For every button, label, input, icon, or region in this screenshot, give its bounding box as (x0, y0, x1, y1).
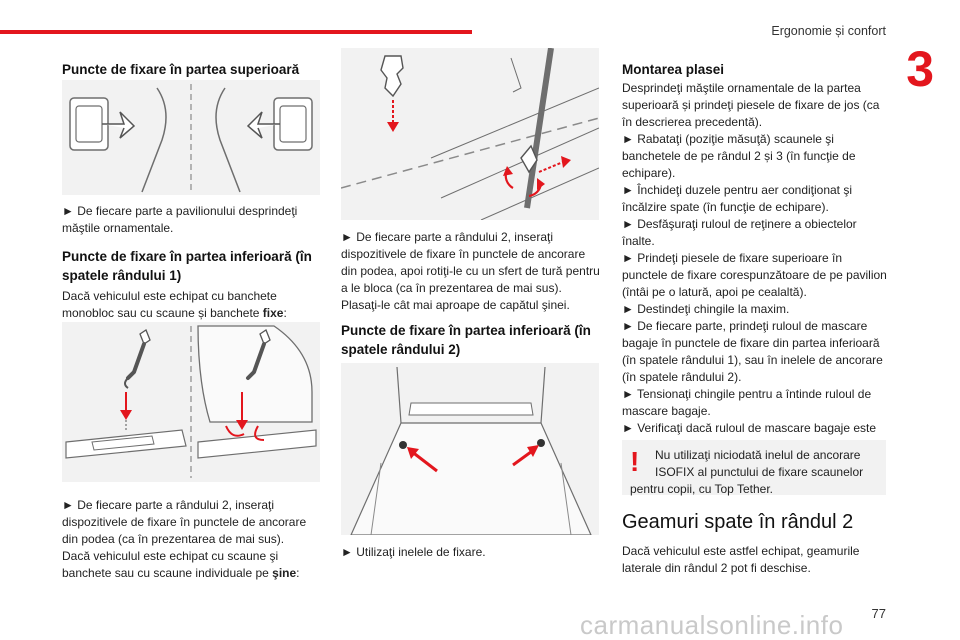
rail-anchor-illustration (341, 48, 599, 220)
para-rear-windows-text: Dacă vehiculul este astfel echipat, geam… (622, 544, 860, 575)
step-use-rings: ► Utilizaţi inelele de fixare. (341, 544, 603, 561)
para-place-near-end-text: Plasaţi-le cât mai aproape de capătul şi… (341, 298, 570, 312)
heading-rear-windows: Geamuri spate în rândul 2 (622, 510, 888, 534)
heading-net-mounting-text: Montarea plasei (622, 62, 725, 77)
step-use-rings-text: ► Utilizaţi inelele de fixare. (341, 545, 486, 559)
para-rail-seats-part1: Dacă vehiculul este echipat cu scaune şi… (62, 549, 279, 580)
net-mounting-steps: Desprindeţi măştile ornamentale de la pa… (622, 80, 888, 454)
chapter-title: Ergonomie și confort (771, 24, 886, 38)
para-rear-windows: Dacă vehiculul este astfel echipat, geam… (622, 543, 888, 577)
header-accent-bar (0, 30, 472, 34)
warning-text-line1: Nu utilizaţi niciodată inelul de ancorar… (655, 448, 864, 479)
figure-rail-anchor-points (341, 48, 599, 220)
figure-lower-row2-rings (341, 363, 599, 535)
step-insert-row2: ► De fiecare parte a rândului 2, inseraţ… (62, 497, 324, 548)
figure-lower-row1-points (62, 322, 320, 482)
net-step-1: Desprindeţi măştile ornamentale de la pa… (622, 81, 880, 129)
para-fixed-seats-part3: : (283, 306, 287, 320)
heading-upper-points-text: Puncte de fixare în partea superioară (62, 62, 300, 77)
warning-box: ! Nu utilizaţi niciodată inelul de ancor… (622, 440, 886, 496)
heading-upper-points: Puncte de fixare în partea superioară (62, 60, 322, 79)
heading-lower-row1-text: Puncte de fixare în partea inferioară (î… (62, 249, 312, 283)
warning-icon: ! (630, 446, 640, 477)
step-insert-row2-text: ► De fiecare parte a rândului 2, inseraţ… (62, 498, 307, 546)
lower-row2-illustration (350, 366, 592, 535)
heading-net-mounting: Montarea plasei (622, 60, 888, 79)
net-step-7: ► De fiecare parte, prindeţi ruloul de m… (622, 319, 883, 384)
para-fixed-seats-text: Dacă vehiculul este echipat cu banchete … (62, 288, 324, 322)
net-step-5: ► Prindeţi piesele de fixare superioare … (622, 251, 887, 299)
step-insert-rotate: ► De fiecare parte a rândului 2, inseraţ… (341, 229, 603, 297)
figure-upper-mounting-points (62, 80, 320, 195)
step-remove-covers-text: ► De fiecare parte a pavilionului despri… (62, 204, 298, 235)
net-step-3: ► Închideţi duzele pentru aer condiţiona… (622, 183, 853, 214)
heading-rear-windows-text: Geamuri spate în rândul 2 (622, 511, 854, 533)
warning-text-line2: pentru copii, cu Top Tether. (630, 482, 773, 496)
page-number: 77 (871, 606, 886, 621)
upper-points-illustration (69, 84, 313, 193)
para-rail-seats-bold: şine (272, 566, 297, 580)
net-step-4: ► Desfăşuraţi ruloul de reţinere a obiec… (622, 217, 857, 248)
para-fixed-seats-part1: Dacă vehiculul este echipat cu banchete … (62, 289, 277, 320)
para-rail-seats-part3: : (296, 566, 300, 580)
net-step-8: ► Tensionaţi chingile pentru a întinde r… (622, 387, 872, 418)
step-remove-covers: ► De fiecare parte a pavilionului despri… (62, 203, 324, 237)
step-insert-rotate-text: ► De fiecare parte a rândului 2, inseraţ… (341, 230, 600, 295)
site-watermark: carmanualsonline.info (580, 610, 844, 640)
para-fixed-seats: Dacă vehiculul este echipat cu banchete … (62, 288, 324, 322)
net-step-2: ► Rabataţi (poziţie măsuţă) scaunele şi … (622, 132, 856, 180)
heading-lower-row2: Puncte de fixare în partea inferioară (î… (341, 321, 603, 359)
heading-lower-row1: Puncte de fixare în partea inferioară (î… (62, 247, 324, 285)
para-rail-seats-text: Dacă vehiculul este echipat cu scaune şi… (62, 548, 324, 582)
para-place-near-end: Plasaţi-le cât mai aproape de capătul şi… (341, 297, 603, 314)
chapter-number: 3 (906, 41, 934, 97)
heading-lower-row2-text: Puncte de fixare în partea inferioară (î… (341, 323, 591, 357)
para-rail-seats: Dacă vehiculul este echipat cu scaune şi… (62, 548, 324, 582)
net-step-6: ► Destindeţi chingile la maxim. (622, 302, 790, 316)
para-fixed-seats-bold: fixe (262, 306, 284, 320)
lower-row1-illustration (65, 325, 317, 478)
